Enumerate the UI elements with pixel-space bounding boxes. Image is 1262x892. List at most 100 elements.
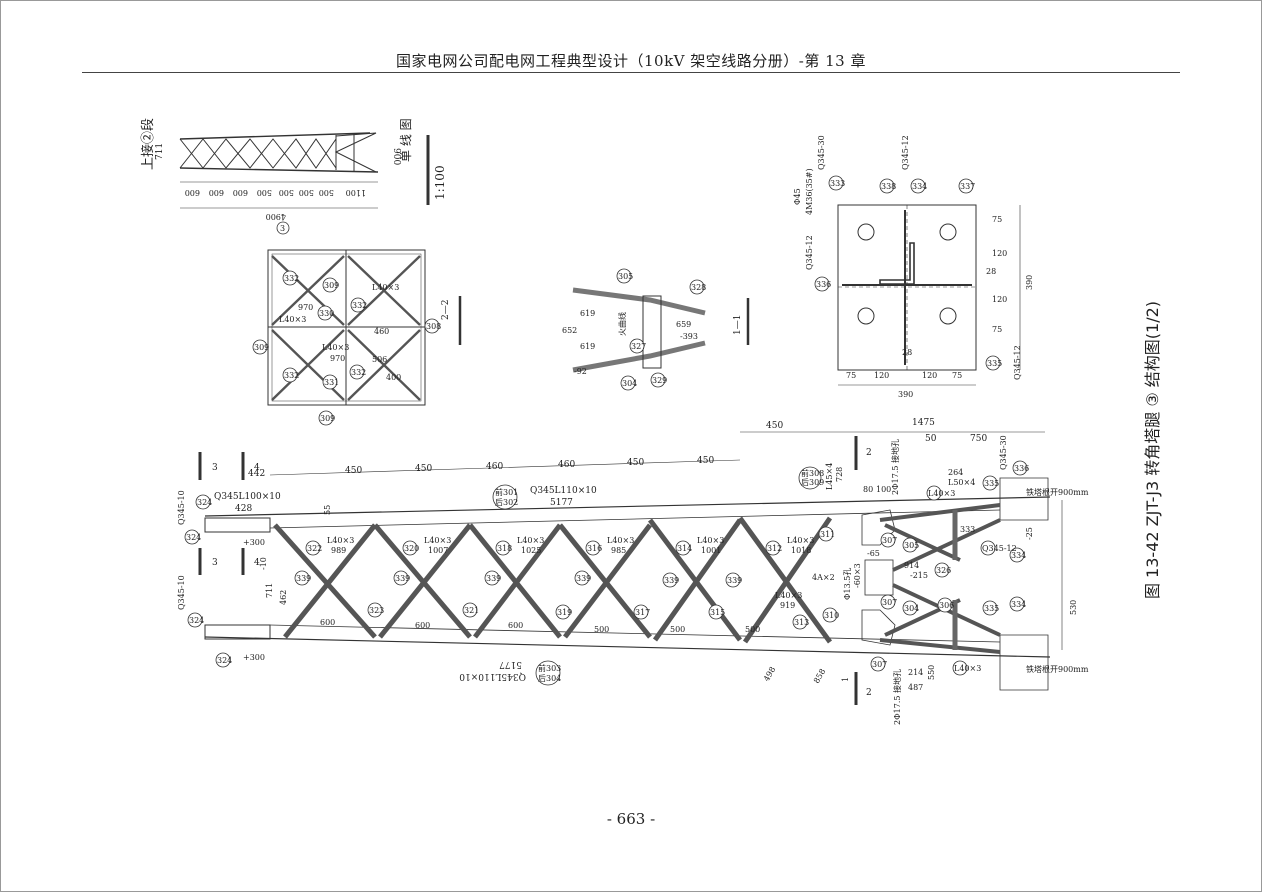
drawing-label: 600 (233, 188, 248, 197)
drawing-label: 500 (257, 188, 272, 197)
drawing-label: 460 (374, 327, 389, 336)
drawing-label: 1007 (428, 546, 448, 555)
drawing-label: 309 (324, 281, 339, 290)
drawing-label: L50×4 (948, 478, 975, 487)
drawing-label: 前308 (801, 468, 824, 478)
drawing-label: 4A×2 (812, 573, 835, 582)
drawing-label: 317 (635, 608, 650, 617)
drawing-label: 5177 (499, 659, 522, 669)
drawing-label: -215 (910, 571, 928, 580)
drawing-label: 460 (558, 460, 575, 470)
drawing-label: 989 (331, 546, 346, 555)
drawing-label: 600 (185, 188, 200, 197)
drawing-label: Q345-12 (1013, 345, 1022, 380)
drawing-label: L40×3 (327, 536, 354, 545)
drawing-label: 2Φ17.5 接地孔 (892, 669, 902, 725)
drawing-label: 450 (697, 456, 714, 466)
drawing-label: 2Φ17.5 接地孔 (890, 439, 900, 495)
drawing-label: 28 (986, 267, 996, 276)
drawing-label: 2—2 (441, 300, 451, 320)
drawing-label: 600 (209, 188, 224, 197)
drawing-label: L40×3 (928, 489, 955, 498)
drawing-label: 500 (670, 625, 685, 634)
drawing-label: 339 (296, 574, 311, 583)
drawing-label: -10 (259, 557, 268, 570)
drawing-label: 铁塔根开900mm (1026, 664, 1089, 674)
drawing-label: 214 (908, 668, 923, 677)
drawing-label: 75 (992, 325, 1002, 334)
drawing-label: 652 (562, 326, 577, 335)
drawing-label: 600 (415, 621, 430, 630)
drawing-label: 600 (508, 621, 523, 630)
drawing-label: -25 (1025, 527, 1034, 540)
drawing-label: 2 (866, 688, 872, 698)
drawing-label: 858 (812, 667, 827, 685)
bottom-member-labels: 339 323 339 321 339 319 339 317 339 315 … (294, 570, 760, 634)
drawing-label: 后309 (801, 477, 824, 487)
drawing-label: L45×4 (825, 463, 834, 490)
drawing-label: L40×3 (954, 664, 981, 673)
drawing-label: 506 (372, 355, 387, 364)
drawing-label: 后302 (495, 497, 518, 507)
drawing-label: 305 (904, 541, 919, 550)
drawing-label: 450 (345, 466, 362, 476)
drawing-label: 500 (299, 188, 314, 197)
drawing-label: 333 (830, 179, 845, 188)
drawing-label: 50 (925, 434, 937, 444)
drawing-label: Q345-30 (999, 435, 1008, 470)
drawing-label: 304 (622, 379, 637, 388)
drawing-label: 火曲线 (617, 312, 627, 336)
drawing-label: Q345L100×10 (214, 492, 281, 502)
drawing-label: 329 (652, 376, 667, 385)
drawing-label: 324 (217, 656, 232, 665)
drawing-label: -393 (680, 332, 698, 341)
drawing-label: 326 (936, 566, 951, 575)
drawing-label: 324 (197, 498, 212, 507)
drawing-label: 390 (1025, 275, 1034, 290)
drawing-label: 310 (824, 611, 839, 620)
drawing-label: L40×3 (424, 536, 451, 545)
drawing-label: 320 (404, 544, 419, 553)
drawing-label: 100 (876, 485, 891, 494)
drawing-label: 619 (580, 342, 595, 351)
drawing-label: 327 (631, 342, 646, 351)
drawing-label: L40×3 (697, 536, 724, 545)
drawing-label: 305 (618, 272, 633, 281)
drawing-label: 4 (254, 558, 260, 568)
drawing-label: L40×3 (517, 536, 544, 545)
drawing-label: Q345-30 (817, 135, 826, 170)
drawing-label: 314 (677, 544, 692, 553)
drawing-label: 322 (307, 544, 322, 553)
drawing-label: 324 (189, 616, 204, 625)
drawing-label: 4M36(35#) (805, 168, 814, 215)
drawing-label: 313 (794, 618, 809, 627)
single-line-label: 上接②段 (140, 118, 156, 170)
drawing-label: 75 (992, 215, 1002, 224)
drawing-label: 312 (767, 544, 782, 553)
drawing-label: 970 (298, 303, 313, 312)
drawing-label: -92 (574, 367, 587, 376)
drawing-label: 336 (1014, 464, 1029, 473)
drawing-label: 307 (882, 598, 897, 607)
drawing-label: 前303 (538, 663, 561, 673)
drawing-label: L40×3 (775, 591, 802, 600)
drawing-label: Q345-12 (982, 544, 1017, 553)
drawing-label: 304 (904, 604, 919, 613)
single-line-section: 3 (280, 224, 285, 233)
drawing-label: 311 (820, 530, 835, 539)
drawing-label: 728 (835, 467, 844, 482)
drawing-label: 619 (580, 309, 595, 318)
main-truss: 442 450 450 460 460 450 450 450 1475 50 … (177, 418, 1089, 725)
drawing-label: 335 (987, 359, 1002, 368)
drawing-label: 75 (952, 371, 962, 380)
drawing-label: 1475 (912, 418, 935, 428)
drawing-label: 309 (320, 414, 335, 423)
drawing-label: 309 (254, 343, 269, 352)
drawing-label: 659 (676, 320, 691, 329)
drawing-label: 1025 (521, 546, 541, 555)
drawing-label: 919 (780, 601, 795, 610)
drawing-label: L40×3 (279, 315, 306, 324)
drawing-label: Q345-12 (805, 235, 814, 270)
drawing-label: 264 (948, 468, 963, 477)
